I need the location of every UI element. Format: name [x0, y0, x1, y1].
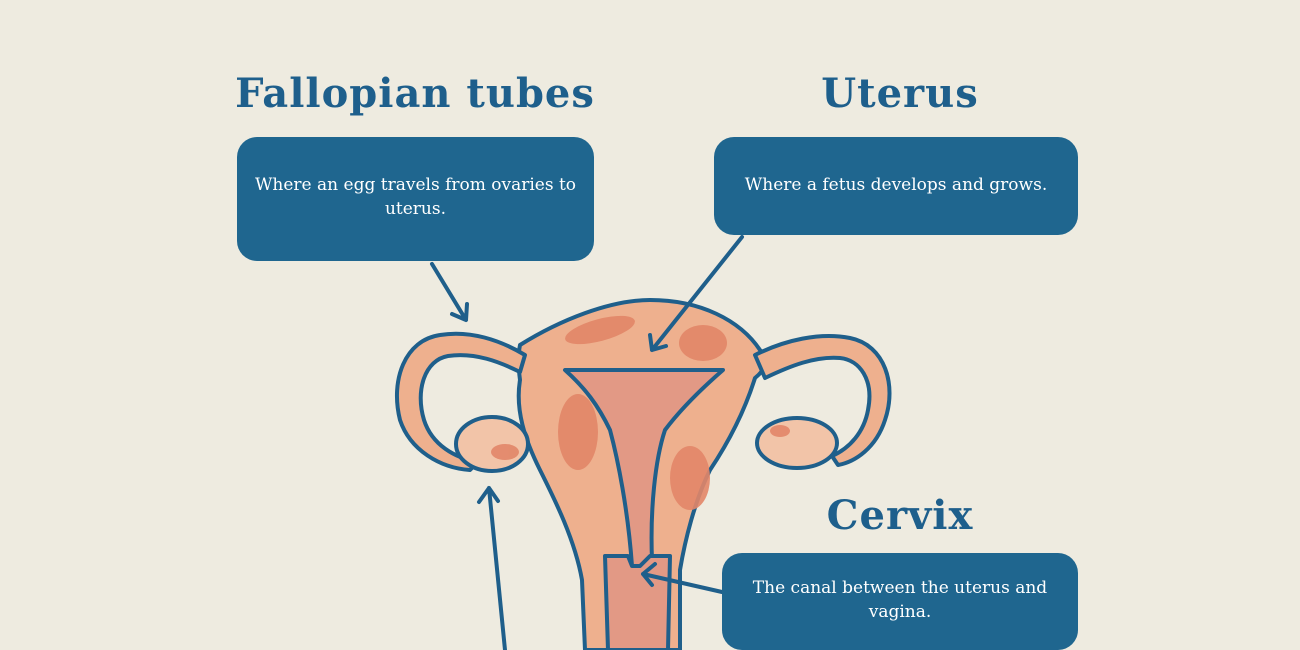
- tissue-texture: [491, 315, 790, 510]
- right-fallopian-tube: [753, 334, 892, 467]
- ovary-arrow: [477, 486, 507, 650]
- uterus-callout: Where a fetus develops and grows.: [714, 137, 1078, 235]
- cervix-description: The canal between the uterus and vagina.: [752, 578, 1048, 622]
- cervix-callout: The canal between the uterus and vagina.: [722, 553, 1078, 650]
- fallopian-tubes-heading: Fallopian tubes: [235, 70, 595, 117]
- fallopian-tubes-callout: Where an egg travels from ovaries to ute…: [237, 137, 594, 261]
- right-ovary: [755, 416, 839, 470]
- cervical-canal: [603, 554, 672, 650]
- left-fallopian-tube: [394, 331, 527, 472]
- fallopian-tubes-description: Where an egg travels from ovaries to ute…: [254, 175, 577, 219]
- cervix-arrow: [641, 562, 724, 594]
- uterus-arrow: [648, 235, 744, 352]
- cervix-heading: Cervix: [826, 492, 974, 539]
- uterus-heading: Uterus: [821, 70, 979, 117]
- left-ovary: [454, 415, 530, 473]
- uterus-description: Where a fetus develops and grows.: [744, 175, 1048, 195]
- fallopian-arrow: [430, 262, 469, 322]
